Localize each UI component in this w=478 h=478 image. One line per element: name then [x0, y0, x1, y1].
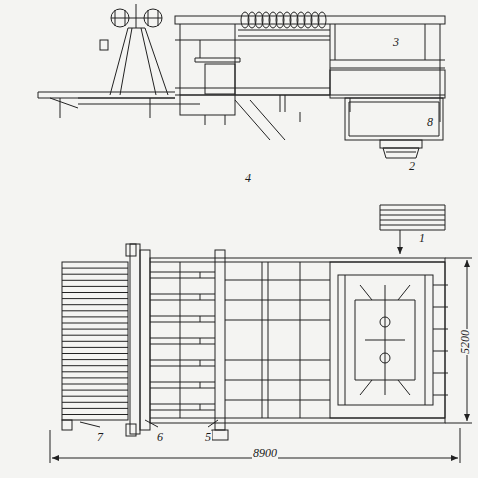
- drawing-stroke: [62, 365, 128, 366]
- callout-number: 3: [392, 36, 400, 48]
- drawing-stroke: [380, 215, 445, 216]
- drawing-stroke: [62, 280, 128, 281]
- drawing-stroke: [200, 404, 201, 410]
- drawing-stroke: [150, 388, 215, 389]
- cable-coil: [241, 12, 326, 28]
- drawing-stroke: [433, 395, 448, 396]
- callout-number: 5: [204, 431, 212, 443]
- drawing-stroke: [62, 390, 128, 391]
- drawing-stroke: [62, 316, 128, 317]
- drawing-stroke: [62, 310, 128, 311]
- dimension-label: 5200: [459, 329, 471, 355]
- callout-number: 6: [156, 431, 164, 443]
- drawing-stroke: [62, 396, 128, 397]
- drawing-stroke: [150, 410, 215, 411]
- drawing-stroke: [62, 329, 128, 330]
- drawing-stroke: [433, 329, 448, 330]
- drawing-stroke: [380, 220, 445, 221]
- drawing-stroke: [200, 360, 201, 366]
- drawing-stroke: [62, 268, 128, 269]
- drawing-stroke: [62, 408, 128, 409]
- drawing-stroke: [200, 272, 201, 278]
- callout-number: 8: [426, 116, 434, 128]
- drawing-stroke: [380, 230, 445, 231]
- drawing-stroke: [150, 360, 215, 361]
- drawing-stroke: [380, 205, 445, 206]
- drawing-stroke: [62, 323, 128, 324]
- drawing-stroke: [150, 278, 215, 279]
- drawing-stroke: [150, 338, 215, 339]
- drawing-stroke: [62, 347, 128, 348]
- elevation-view: [38, 4, 445, 158]
- drawing-stroke: [62, 341, 128, 342]
- callout-number: 1: [418, 232, 426, 244]
- drawing-stroke: [150, 272, 215, 273]
- drawing-stroke: [433, 351, 448, 352]
- callout-number: 4: [244, 172, 252, 184]
- cable-coil-loop: [318, 12, 326, 28]
- drawing-stroke: [380, 205, 381, 230]
- drawing-stroke: [433, 285, 448, 286]
- drawing-stroke: [150, 322, 215, 323]
- drawing-stroke: [150, 294, 215, 295]
- drawing-stroke: [62, 359, 128, 360]
- drawing-stroke: [433, 373, 448, 374]
- dimension-label: 8900: [252, 447, 278, 459]
- drawing-stroke: [62, 274, 128, 275]
- drawing-stroke: [180, 262, 181, 418]
- drawing-stroke: [200, 294, 201, 300]
- drawing-stroke: [62, 402, 128, 403]
- drawing-stroke: [380, 210, 445, 211]
- drawing-stroke: [150, 316, 215, 317]
- drawing-stroke: [62, 335, 128, 336]
- drawing-stroke: [200, 382, 201, 388]
- drawing-stroke: [62, 298, 128, 299]
- callout-number: 2: [408, 160, 416, 172]
- drawing-stroke: [62, 292, 128, 293]
- drawing-stroke: [200, 316, 201, 322]
- drawing-stroke: [62, 286, 128, 287]
- drawing-stroke: [150, 344, 215, 345]
- drawing-stroke: [150, 404, 215, 405]
- drawing-stroke: [380, 225, 445, 226]
- drawing-stroke: [62, 371, 128, 372]
- drawing-stroke: [150, 382, 215, 383]
- plan-view: [50, 205, 472, 463]
- drawing-stroke: [62, 304, 128, 305]
- drawing-stroke: [62, 414, 128, 415]
- drawing-stroke: [150, 300, 215, 301]
- drawing-stroke: [445, 205, 446, 230]
- drawing-stroke: [150, 366, 215, 367]
- drawing-stroke: [62, 353, 128, 354]
- drawing-stroke: [62, 384, 128, 385]
- drawing-stroke: [433, 307, 448, 308]
- drawing-stroke: [62, 377, 128, 378]
- callout-number: 7: [96, 431, 104, 443]
- drawing-stroke: [200, 338, 201, 344]
